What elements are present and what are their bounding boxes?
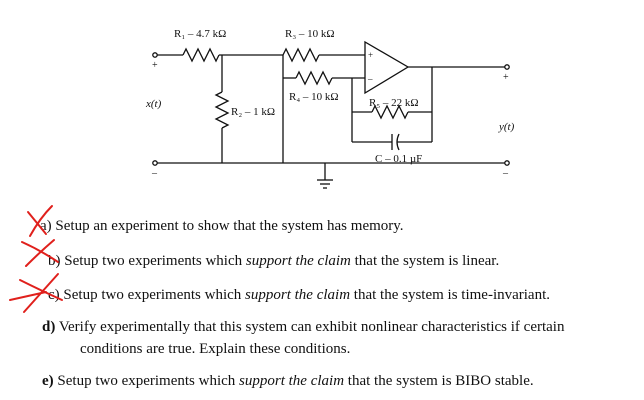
output-signal-label: y(t): [498, 121, 515, 133]
question-e-letter: e): [42, 373, 54, 389]
question-e-emphasis: support the claim: [239, 373, 345, 389]
question-b-text-end: that the system is linear.: [350, 253, 500, 269]
question-d-text: Verify experimentally that this system c…: [58, 319, 565, 335]
r1-resistor: [182, 47, 220, 63]
output-plus-sign: +: [503, 72, 509, 83]
question-c-text-end: that the system is time-invariant.: [350, 287, 551, 303]
question-a: a) Setup an experiment to show that the …: [40, 215, 644, 237]
r1-label: R₁ – 4.7 kΩ: [174, 28, 226, 40]
input-minus-sign: –: [151, 168, 158, 179]
r4-label: R₄ – 10 kΩ: [289, 91, 339, 103]
input-signal-label: x(t): [145, 98, 162, 110]
question-d-letter: d): [42, 319, 56, 335]
capacitor-label: C – 0.1 µF: [375, 153, 422, 165]
r2-label: R₂ – 1 kΩ: [231, 106, 275, 118]
r4-resistor: [295, 70, 333, 86]
r3-label: R₃ – 10 kΩ: [285, 28, 335, 40]
r5-resistor: [371, 104, 409, 120]
question-e-text-end: that the system is BIBO stable.: [344, 373, 534, 389]
op-amp: [364, 40, 410, 95]
question-b-text: Setup two experiments which: [64, 253, 246, 269]
question-a-letter: a): [40, 218, 52, 234]
r3-resistor: [282, 47, 320, 63]
question-e: e) Setup two experiments which support t…: [42, 370, 644, 392]
question-c: c) Setup two experiments which support t…: [48, 284, 644, 306]
output-terminal-top: [504, 64, 510, 70]
question-d-text-cont: conditions are true. Explain these condi…: [80, 341, 351, 357]
input-plus-sign: +: [152, 60, 158, 71]
ground-symbol: [317, 163, 333, 189]
question-d: d) Verify experimentally that this syste…: [42, 316, 642, 360]
question-b-letter: b): [48, 253, 61, 269]
question-e-text: Setup two experiments which: [57, 373, 240, 389]
circuit-diagram: R₁ – 4.7 kΩ R₃ – 10 kΩ R₄ – 10 kΩ R₂ – 1…: [145, 28, 515, 189]
input-terminal-top: [152, 52, 158, 58]
opamp-inverting-sign: –: [367, 74, 373, 84]
question-b: b) Setup two experiments which support t…: [48, 250, 644, 272]
opamp-noninverting-sign: +: [368, 50, 373, 60]
question-c-emphasis: support the claim: [245, 287, 351, 303]
r5-label: R₅ – 22 kΩ: [369, 97, 419, 109]
question-a-text: Setup an experiment to show that the sys…: [55, 218, 404, 234]
question-c-letter: c): [48, 287, 60, 303]
question-b-emphasis: support the claim: [245, 253, 351, 269]
output-minus-sign: –: [502, 168, 509, 179]
question-c-text: Setup two experiments which: [63, 287, 246, 303]
r2-resistor: [214, 91, 230, 129]
input-terminal-bottom: [152, 160, 158, 166]
output-terminal-bottom: [504, 160, 510, 166]
